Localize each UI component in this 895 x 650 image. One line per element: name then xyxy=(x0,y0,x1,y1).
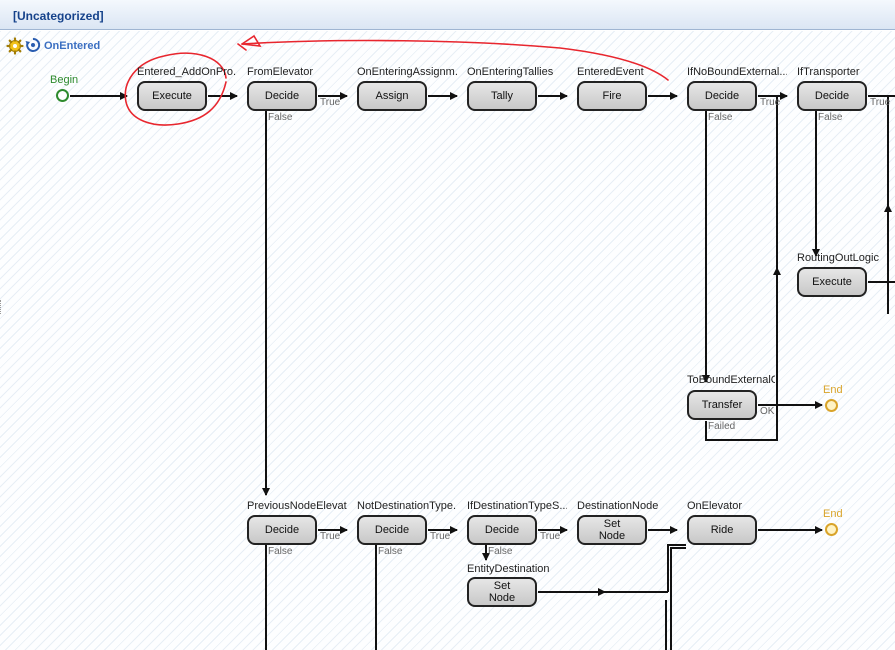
set-node-step[interactable]: Set Node xyxy=(467,577,537,607)
execute-step[interactable]: Execute xyxy=(137,81,207,111)
branch-label-ok: OK xyxy=(760,406,775,417)
begin-node[interactable] xyxy=(56,89,69,102)
branch-label-true: True xyxy=(430,531,451,542)
event-name[interactable]: OnEntered xyxy=(44,40,101,52)
step-title: DestinationNode xyxy=(577,500,659,512)
begin-label: Begin xyxy=(50,74,79,86)
ride-step[interactable]: Ride xyxy=(687,515,757,545)
process-canvas[interactable] xyxy=(0,31,895,650)
decide-step[interactable]: Decide xyxy=(247,515,317,545)
step-title: OnEnteringTallies xyxy=(467,66,554,78)
branch-label-failed: Failed xyxy=(708,421,736,432)
splitter-handle[interactable] xyxy=(0,300,3,314)
branch-label-false: False xyxy=(488,546,513,557)
branch-label-false: False xyxy=(268,112,293,123)
execute-step[interactable]: Execute xyxy=(797,267,867,297)
decide-step[interactable]: Decide xyxy=(687,81,757,111)
step-title: NotDestinationType... xyxy=(357,500,457,512)
end-node[interactable] xyxy=(825,399,838,412)
step-title: IfTransporter xyxy=(797,66,860,78)
decide-step[interactable]: Decide xyxy=(357,515,427,545)
set-node-step[interactable]: Set Node xyxy=(577,515,647,545)
event-icon xyxy=(25,37,41,52)
branch-label-true: True xyxy=(760,97,781,108)
transfer-step[interactable]: Transfer xyxy=(687,390,757,420)
step-title: EntityDestination xyxy=(467,563,550,575)
step-title: PreviousNodeElevat... xyxy=(247,500,347,512)
fire-step[interactable]: Fire xyxy=(577,81,647,111)
category-title: [Uncategorized] xyxy=(13,9,104,23)
tally-step[interactable]: Tally xyxy=(467,81,537,111)
branch-label-false: False xyxy=(708,112,733,123)
branch-label-false: False xyxy=(378,546,403,557)
end-label: End xyxy=(823,508,843,520)
step-title: EnteredEvent xyxy=(577,66,644,78)
end-node[interactable] xyxy=(825,523,838,536)
gear-icon xyxy=(6,37,24,55)
step-title: OnElevator xyxy=(687,500,743,512)
branch-label-true: True xyxy=(870,97,891,108)
branch-label-true: True xyxy=(540,531,561,542)
step-title: IfDestinationTypeS... xyxy=(467,500,567,512)
branch-label-false: False xyxy=(818,112,843,123)
decide-step[interactable]: Decide xyxy=(797,81,867,111)
decide-step[interactable]: Decide xyxy=(247,81,317,111)
step-title: ToBoundExternalO... xyxy=(687,374,775,386)
branch-label-false: False xyxy=(268,546,293,557)
end-label: End xyxy=(823,384,843,396)
branch-label-true: True xyxy=(320,97,341,108)
step-title: FromElevator xyxy=(247,66,314,78)
step-title: Entered_AddOnPro... xyxy=(137,66,237,78)
step-title: RoutingOutLogic xyxy=(797,252,879,264)
category-header[interactable]: [Uncategorized] xyxy=(0,0,895,30)
branch-label-true: True xyxy=(320,531,341,542)
step-title: OnEnteringAssignm... xyxy=(357,66,457,78)
assign-step[interactable]: Assign xyxy=(357,81,427,111)
decide-step[interactable]: Decide xyxy=(467,515,537,545)
step-title: IfNoBoundExternal... xyxy=(687,66,787,78)
